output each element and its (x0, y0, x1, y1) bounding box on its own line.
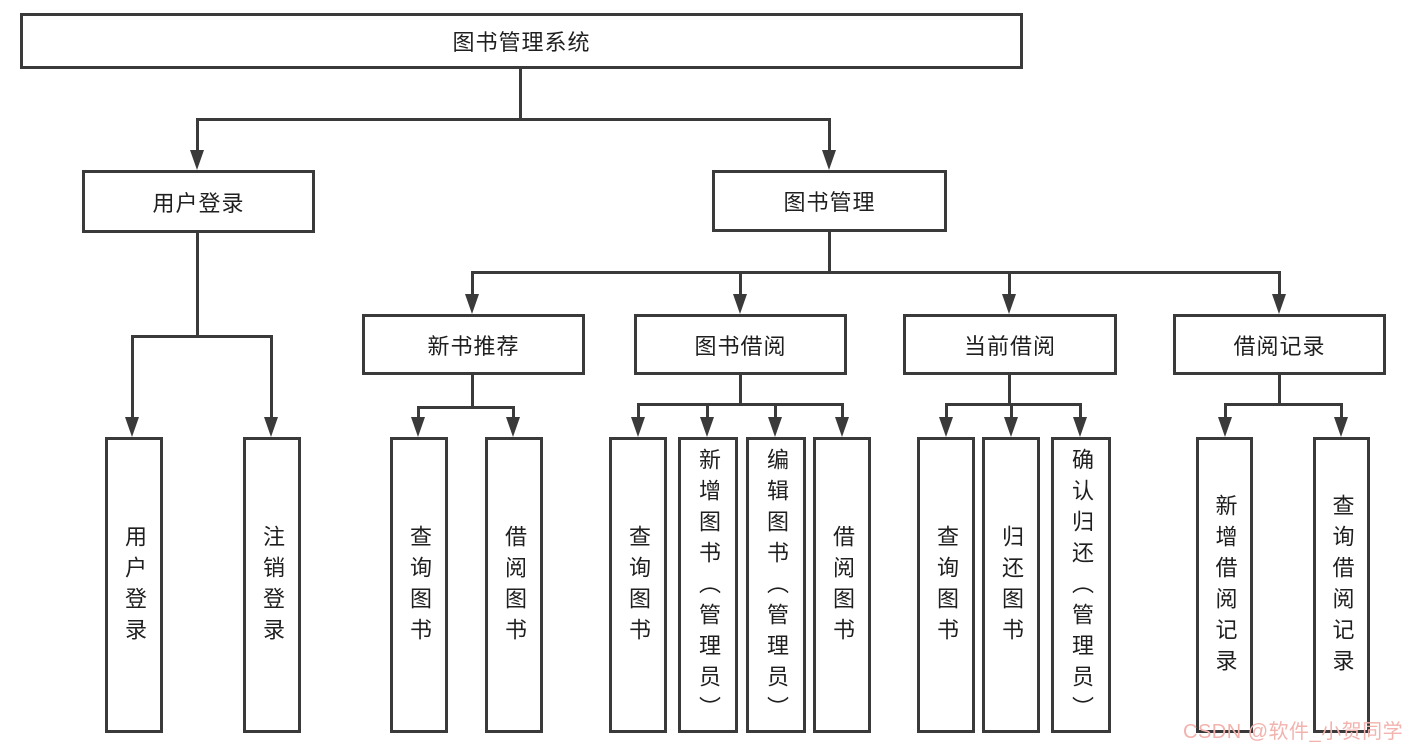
connector-drop-logout (270, 335, 273, 419)
connector-drop (1010, 403, 1013, 419)
leaf-confirm-return-admin: 确认归还（管理员） (1051, 437, 1111, 733)
leaf-return-books: 归还图书 (982, 437, 1040, 733)
connector-drop-login (131, 335, 134, 419)
connector-drop (706, 403, 709, 419)
connector-drop-book-borrow (739, 271, 742, 296)
arrow-down-icon (1218, 417, 1232, 437)
node-library-management-system: 图书管理系统 (20, 13, 1023, 69)
connector-drop-book-management (828, 118, 831, 152)
leaf-borrow-books-recommend: 借阅图书 (485, 437, 543, 733)
connector-book-management-vline (828, 232, 831, 272)
csdn-watermark: CSDN @软件_小贺同学 (1183, 721, 1404, 743)
arrow-down-icon (190, 150, 204, 170)
connector-root-hline (196, 118, 830, 121)
arrow-down-icon (631, 417, 645, 437)
arrow-down-icon (1073, 417, 1087, 437)
leaf-add-books-admin: 新增图书（管理员） (678, 437, 738, 733)
node-current-borrow: 当前借阅 (903, 314, 1117, 375)
connector-drop (945, 403, 948, 419)
arrow-down-icon (125, 417, 139, 437)
node-book-borrow: 图书借阅 (634, 314, 847, 375)
connector-drop (637, 403, 640, 419)
connector-root-vline (519, 69, 522, 118)
arrow-down-icon (506, 417, 520, 437)
connector-drop (512, 406, 515, 419)
connector-drop-borrow-records (1278, 271, 1281, 296)
arrow-down-icon (1002, 294, 1016, 314)
arrow-down-icon (835, 417, 849, 437)
leaf-edit-books-admin: 编辑图书（管理员） (746, 437, 806, 733)
node-borrow-records: 借阅记录 (1173, 314, 1386, 375)
node-book-management: 图书管理 (712, 170, 947, 232)
leaf-query-books-borrow: 查询图书 (609, 437, 667, 733)
connector-user-login-vline (196, 233, 199, 335)
node-new-book-recommend: 新书推荐 (362, 314, 585, 375)
leaf-user-login: 用户登录 (105, 437, 163, 733)
arrow-down-icon (700, 417, 714, 437)
connector-drop (1224, 403, 1227, 419)
leaf-query-books-recommend: 查询图书 (390, 437, 448, 733)
connector-drop (1340, 403, 1343, 419)
arrow-down-icon (465, 294, 479, 314)
connector-drop-new-book-recommend (471, 271, 474, 296)
connector-drop (774, 403, 777, 419)
arrow-down-icon (1334, 417, 1348, 437)
connector-drop-current-borrow (1008, 271, 1011, 296)
connector-new-book-hline (417, 406, 515, 409)
connector-drop (841, 403, 844, 419)
leaf-borrow-books: 借阅图书 (813, 437, 871, 733)
arrow-down-icon (411, 417, 425, 437)
leaf-logout: 注销登录 (243, 437, 301, 733)
connector-book-borrow-hline (637, 403, 844, 406)
arrow-down-icon (939, 417, 953, 437)
arrow-down-icon (1272, 294, 1286, 314)
arrow-down-icon (1004, 417, 1018, 437)
connector-borrow-records-vline (1278, 375, 1281, 404)
connector-current-borrow-vline (1008, 375, 1011, 404)
arrow-down-icon (264, 417, 278, 437)
node-user-login: 用户登录 (82, 170, 315, 233)
leaf-query-books-current: 查询图书 (917, 437, 975, 733)
connector-book-management-hline (471, 271, 1281, 274)
connector-current-borrow-hline (945, 403, 1082, 406)
arrow-down-icon (733, 294, 747, 314)
arrow-down-icon (822, 150, 836, 170)
connector-new-book-vline (471, 375, 474, 407)
leaf-query-borrow-record: 查询借阅记录 (1313, 437, 1370, 733)
arrow-down-icon (768, 417, 782, 437)
connector-drop-user-login (196, 118, 199, 152)
connector-user-login-hline (131, 335, 273, 338)
connector-borrow-records-hline (1224, 403, 1343, 406)
connector-book-borrow-vline (739, 375, 742, 404)
connector-drop (417, 406, 420, 419)
connector-drop (1079, 403, 1082, 419)
leaf-add-borrow-record: 新增借阅记录 (1196, 437, 1253, 733)
